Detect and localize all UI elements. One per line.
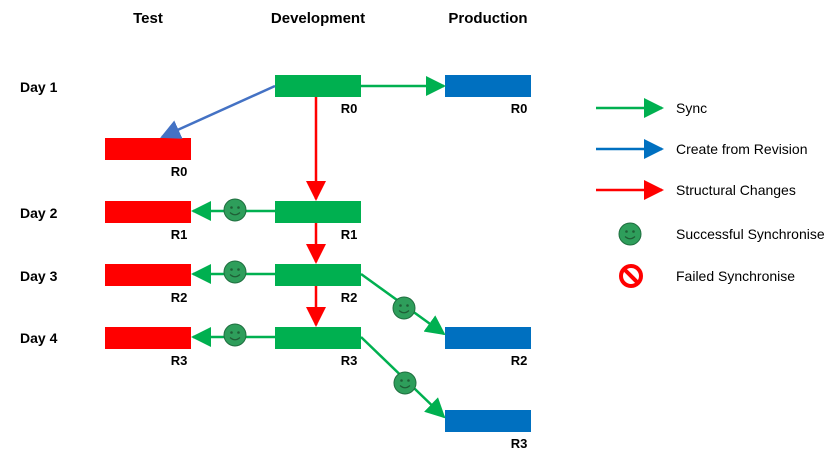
prod-box-r3 <box>445 410 531 432</box>
dev-rev-label-r0: R0 <box>341 101 358 116</box>
day-label-2: Day 2 <box>20 205 58 221</box>
legend: Sync Create from Revision Structural Cha… <box>596 98 825 288</box>
legend-structural-label: Structural Changes <box>676 182 796 198</box>
dev-box-r0 <box>275 75 361 97</box>
prod-rev-label-r2: R2 <box>511 353 528 368</box>
dev-rev-label-r1: R1 <box>341 227 358 242</box>
create-arrow-dev-r0-to-test-r0 <box>160 84 276 139</box>
test-box-r1 <box>105 201 191 223</box>
dev-box-r1 <box>275 201 361 223</box>
success-smiley-icon-prod-r2 <box>392 296 416 320</box>
success-smiley-icon-day2 <box>223 198 247 222</box>
test-rev-label-r2: R2 <box>171 290 188 305</box>
legend-sync-label: Sync <box>676 100 707 116</box>
legend-success-smiley-icon <box>618 222 642 246</box>
dev-box-r3 <box>275 327 361 349</box>
column-header-development: Development <box>271 10 365 27</box>
legend-failed-label: Failed Synchronise <box>676 268 795 284</box>
prod-box-r0 <box>445 75 531 97</box>
prod-rev-label-r3: R3 <box>511 436 528 451</box>
column-header-test: Test <box>133 10 163 27</box>
day-label-3: Day 3 <box>20 268 58 284</box>
dev-rev-label-r2: R2 <box>341 290 358 305</box>
dev-box-r2 <box>275 264 361 286</box>
success-smiley-icon-day4 <box>223 323 247 347</box>
legend-create-label: Create from Revision <box>676 141 808 157</box>
day-label-4: Day 4 <box>20 330 58 346</box>
test-rev-label-r3: R3 <box>171 353 188 368</box>
day-label-1: Day 1 <box>20 79 58 95</box>
test-box-r2 <box>105 264 191 286</box>
success-smiley-icon-day3 <box>223 260 247 284</box>
column-header-production: Production <box>448 10 527 27</box>
test-box-r3 <box>105 327 191 349</box>
legend-success-label: Successful Synchronise <box>676 226 825 242</box>
prod-rev-label-r0: R0 <box>511 101 528 116</box>
test-box-r0 <box>105 138 191 160</box>
dev-rev-label-r3: R3 <box>341 353 358 368</box>
legend-failed-prohibited-icon <box>619 264 643 288</box>
test-rev-label-r1: R1 <box>171 227 188 242</box>
success-smiley-icon-prod-r3 <box>393 371 417 395</box>
test-rev-label-r0: R0 <box>171 164 188 179</box>
prod-box-r2 <box>445 327 531 349</box>
